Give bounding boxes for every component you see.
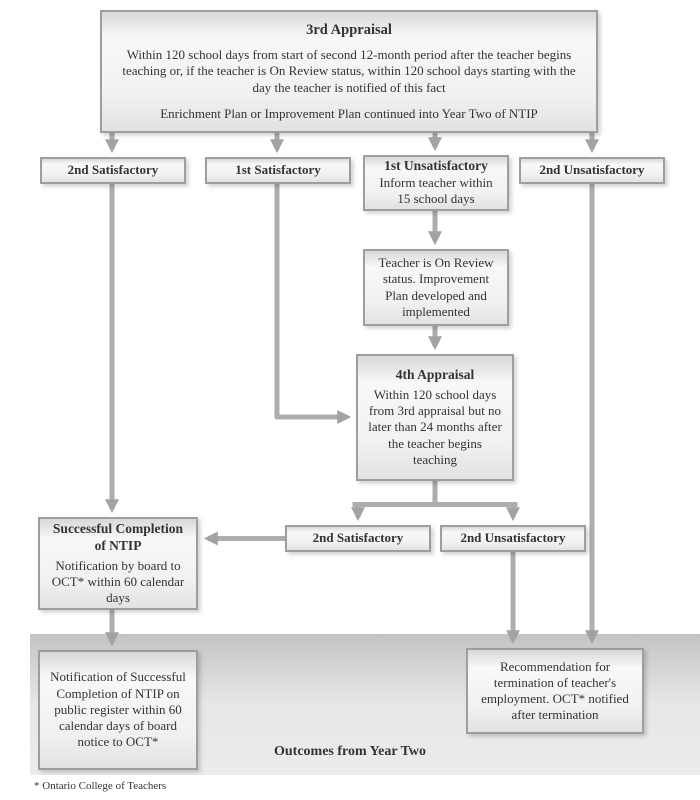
- outcomes-band-label: Outcomes from Year Two: [273, 744, 427, 759]
- node-branch-2nd-satisfactory: 2nd Satisfactory: [40, 157, 186, 184]
- node-outcome-2nd-satisfactory: 2nd Satisfactory: [285, 525, 431, 552]
- node-successful-completion: Successful Completion of NTIP Notificati…: [38, 517, 198, 610]
- node-branch-1st-unsatisfactory: 1st Unsatisfactory Inform teacher within…: [363, 155, 509, 211]
- node-1st-unsatisfactory-title: 1st Unsatisfactory: [384, 158, 488, 174]
- node-outcome-2nd-unsatisfactory: 2nd Unsatisfactory: [440, 525, 586, 552]
- node-4th-appraisal-body: Within 120 school days from 3rd appraisa…: [368, 386, 502, 467]
- node-termination: Recommendation for termination of teache…: [466, 648, 644, 734]
- node-successful-completion-title: Successful Completion of NTIP: [52, 520, 184, 553]
- node-3rd-appraisal-body: Within 120 school days from start of sec…: [122, 47, 576, 95]
- node-3rd-appraisal-title: 3rd Appraisal: [306, 21, 392, 38]
- node-3rd-appraisal: 3rd Appraisal Within 120 school days fro…: [100, 10, 598, 133]
- node-on-review: Teacher is On Review status. Improvement…: [363, 249, 509, 326]
- node-1st-unsatisfactory-body: Inform teacher within 15 school days: [379, 175, 493, 207]
- node-successful-completion-body: Notification by board to OCT* within 60 …: [51, 557, 185, 606]
- node-4th-appraisal-title: 4th Appraisal: [395, 366, 475, 382]
- footnote-oct: * Ontario College of Teachers: [34, 780, 167, 792]
- node-4th-appraisal: 4th Appraisal Within 120 school days fro…: [356, 354, 514, 481]
- node-3rd-appraisal-note: Enrichment Plan or Improvement Plan cont…: [160, 105, 538, 121]
- node-branch-2nd-unsatisfactory: 2nd Unsatisfactory: [519, 157, 665, 184]
- arrow-1st-satisfactory-to-4th: [274, 184, 352, 424]
- node-public-register: Notification of Successful Completion of…: [38, 650, 198, 770]
- node-branch-1st-satisfactory: 1st Satisfactory: [205, 157, 351, 184]
